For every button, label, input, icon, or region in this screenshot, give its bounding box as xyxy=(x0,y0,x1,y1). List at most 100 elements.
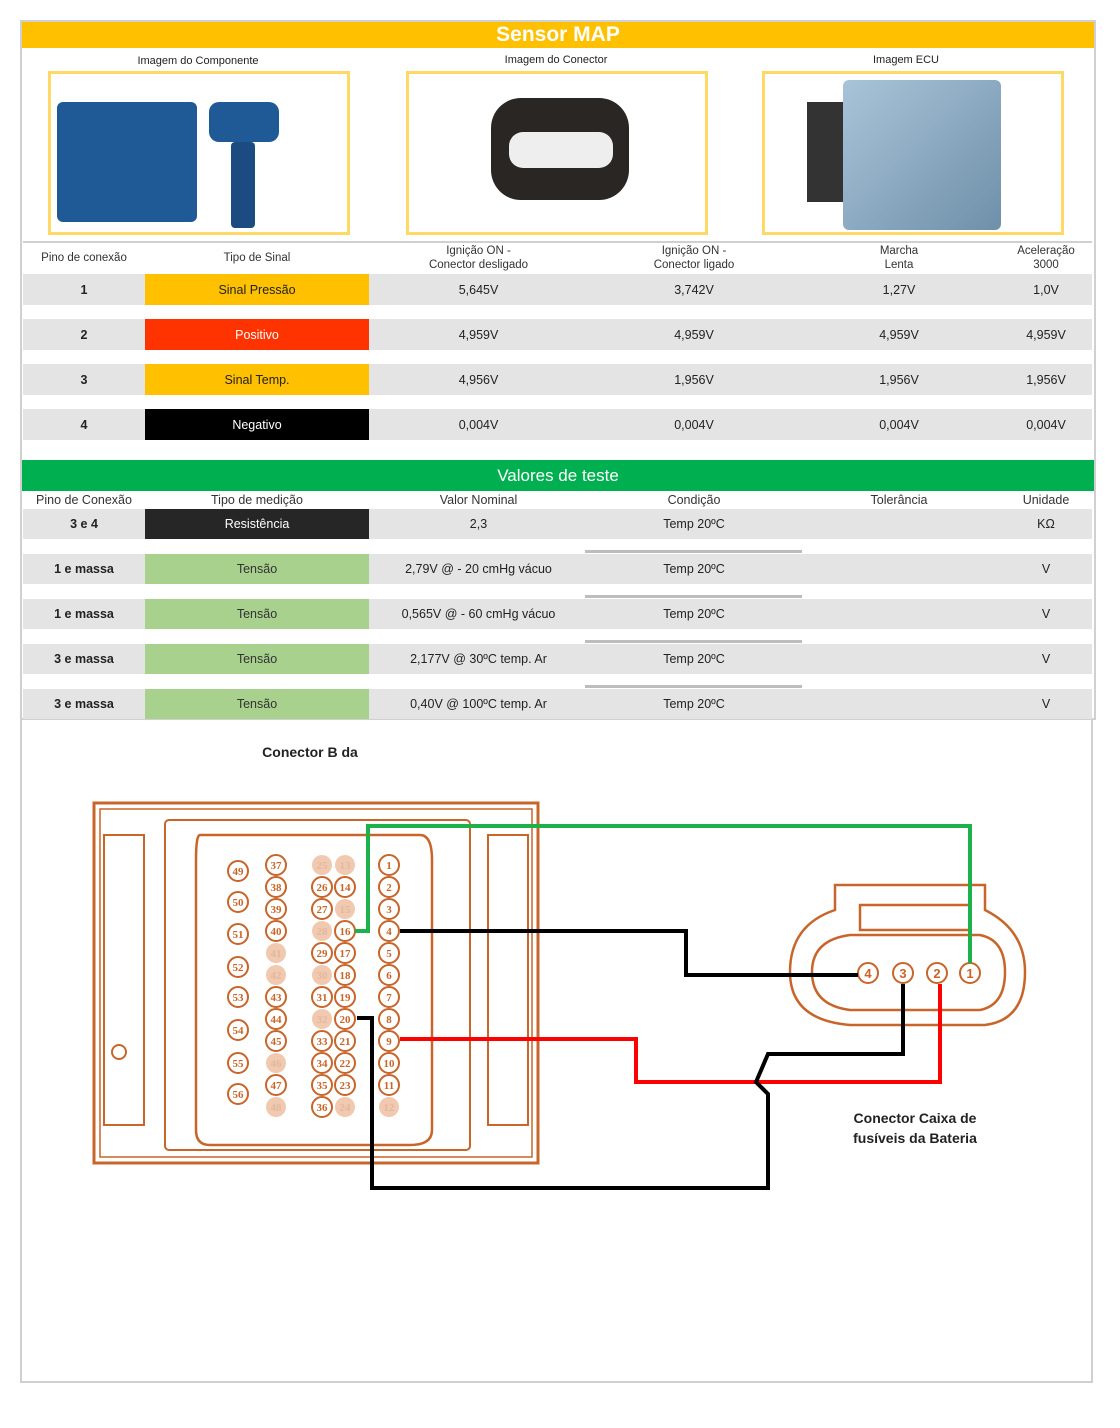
component-image xyxy=(48,71,350,235)
connector-face-icon xyxy=(509,132,613,168)
ecu-pin-label: 7 xyxy=(386,992,392,1004)
pin-table-cell-signal: Sinal Pressão xyxy=(145,274,369,305)
ecu-pin-14 xyxy=(334,876,356,898)
ecu-pin-label: 29 xyxy=(317,948,329,960)
ecu-pin-label: 24 xyxy=(340,1102,352,1114)
ecu-pin-label: 49 xyxy=(233,866,245,878)
divider xyxy=(585,640,802,643)
ecu-pin-label: 34 xyxy=(317,1058,329,1070)
ecu-pin-label: 39 xyxy=(271,904,283,916)
ecu-pin-50 xyxy=(227,891,249,913)
divider xyxy=(585,595,802,598)
test-table-header: Tolerância xyxy=(870,492,928,507)
ecu-pin-label: 14 xyxy=(340,882,352,894)
ecu-pin-label: 6 xyxy=(386,970,392,982)
ecu-pin-label: 45 xyxy=(271,1036,283,1048)
test-table-cell-unit: KΩ xyxy=(1037,517,1055,531)
ecu-pin-label: 31 xyxy=(317,992,328,1004)
test-table-cell-nominal: 2,177V @ 30ºC temp. Ar xyxy=(410,652,547,666)
ecu-pin-5 xyxy=(378,942,400,964)
ecu-pin-24 xyxy=(335,1097,355,1117)
ecu-pin-label: 23 xyxy=(340,1080,352,1092)
map-sensor-body-icon xyxy=(57,102,197,222)
test-table-cell-pin: 1 e massa xyxy=(54,562,114,576)
test-table-cell-type: Tensão xyxy=(145,554,369,584)
ecu-pin-43 xyxy=(265,986,287,1008)
ecu-pin-35 xyxy=(311,1074,333,1096)
test-table-cell-pin: 1 e massa xyxy=(54,607,114,621)
ecu-pin-41 xyxy=(266,943,286,963)
black-wire-pin20 xyxy=(357,984,905,1190)
ecu-pin-label: 55 xyxy=(233,1058,245,1070)
ecu-pin-label: 22 xyxy=(340,1058,352,1070)
test-table-header: Pino de Conexão xyxy=(36,492,132,507)
ecu-pin-54 xyxy=(227,1019,249,1041)
ecu-pin-36 xyxy=(311,1096,333,1118)
ecu-pin-label: 41 xyxy=(271,948,282,960)
ecu-pin-48 xyxy=(266,1097,286,1117)
ecu-pin-label: 15 xyxy=(340,904,352,916)
ecu-pin-label: 26 xyxy=(317,882,329,894)
ecu-pin-label: 10 xyxy=(384,1058,396,1070)
ecu-pin-label: 28 xyxy=(317,926,329,938)
test-table-cell-nominal: 2,79V @ - 20 cmHg vácuo xyxy=(405,562,552,576)
ecu-pin-46 xyxy=(266,1053,286,1073)
ecu-pin-20 xyxy=(334,1008,356,1030)
ecu-pin-label: 51 xyxy=(233,929,244,941)
ecu-pin-21 xyxy=(334,1030,356,1052)
ecu-pin-53 xyxy=(227,986,249,1008)
ecu-pin-27 xyxy=(311,898,333,920)
pin-table-cell-v3: 4,959V xyxy=(879,327,919,342)
ecu-pin-40 xyxy=(265,920,287,942)
ecu-pin-label: 3 xyxy=(386,904,392,916)
pin-table-header: Ignição ON - Conector desligado xyxy=(428,245,529,271)
ecu-pin-label: 25 xyxy=(317,860,329,872)
test-table-header: Unidade xyxy=(1022,492,1070,507)
test-table-cell-nominal: 2,3 xyxy=(469,517,488,531)
test-table-cell-unit: V xyxy=(1041,697,1051,711)
ecu-pin-label: 48 xyxy=(271,1102,283,1114)
ecu-pin-31 xyxy=(311,986,333,1008)
ecu-pin-label: 52 xyxy=(233,962,245,974)
pin-table-cell-v4: 4,959V xyxy=(1026,327,1066,342)
ecu-pin-15 xyxy=(335,899,355,919)
ecu-pin-13 xyxy=(335,855,355,875)
ecu-pin-52 xyxy=(227,956,249,978)
ecu-pin-30 xyxy=(312,965,332,985)
test-table-cell-pin: 3 e 4 xyxy=(70,517,98,531)
ecu-pin-29 xyxy=(311,942,333,964)
pin-table-cell-v1: 4,956V xyxy=(458,372,499,387)
pin-table-cell-v1: 0,004V xyxy=(458,417,499,432)
ecu-pin-label: 46 xyxy=(271,1058,283,1070)
ecu-pin-label: 13 xyxy=(340,860,352,872)
ecu-image-caption: Imagem ECU xyxy=(872,54,940,66)
ecu-pin-label: 47 xyxy=(271,1080,283,1092)
ecu-pin-label: 33 xyxy=(317,1036,329,1048)
ecu-pin-23 xyxy=(334,1074,356,1096)
sensor-pin-3 xyxy=(892,962,914,984)
ecu-pin-label: 12 xyxy=(384,1102,396,1114)
pin-table-cell-v2: 4,959V xyxy=(674,327,714,342)
ecu-pin-22 xyxy=(334,1052,356,1074)
ecu-pin-26 xyxy=(311,876,333,898)
ecu-pin-18 xyxy=(334,964,356,986)
pin-table-cell-v4: 1,956V xyxy=(1026,372,1066,387)
ecu-pin-4 xyxy=(378,920,400,942)
ecu-pin-label: 19 xyxy=(340,992,352,1004)
test-table-header: Condição xyxy=(667,492,721,507)
connector-image-caption: Imagem do Conector xyxy=(504,54,608,66)
ecu-pin-label: 8 xyxy=(386,1014,392,1026)
component-image-caption: Imagem do Componente xyxy=(137,55,259,67)
ecu-image xyxy=(762,71,1064,235)
page-title: Sensor MAP xyxy=(22,22,1094,48)
sensor-connector-outline xyxy=(788,883,1027,1027)
pin-table-cell-v3: 0,004V xyxy=(879,417,919,432)
ecu-pin-label: 56 xyxy=(233,1089,245,1101)
ecu-pin-51 xyxy=(227,923,249,945)
ecu-pin-label: 2 xyxy=(386,882,392,894)
ecu-pin-8 xyxy=(378,1008,400,1030)
pin-table-cell-signal: Negativo xyxy=(145,409,369,440)
ecu-pin-label: 36 xyxy=(317,1102,329,1114)
ecu-pin-56 xyxy=(227,1083,249,1105)
